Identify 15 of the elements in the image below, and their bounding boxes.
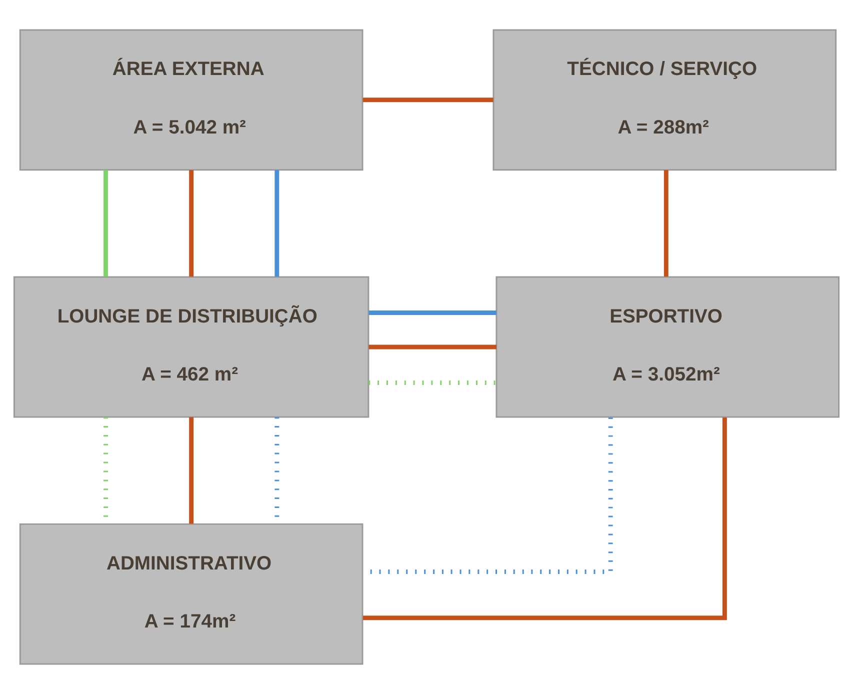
connector [104, 170, 108, 276]
connector [368, 344, 496, 349]
connector [189, 416, 194, 524]
node-box: ADMINISTRATIVO A = 174m² [19, 522, 364, 664]
node-box: ÁREA EXTERNA A = 5.042 m² [19, 28, 364, 170]
node-box: TÉCNICO / SERVIÇO A = 288m² [492, 28, 837, 170]
node-box: LOUNGE DE DISTRIBUIÇÃO A = 462 m² [13, 276, 370, 418]
connector [368, 310, 496, 314]
connector [368, 380, 496, 384]
connector [362, 97, 494, 102]
connector [189, 170, 194, 276]
connector [274, 170, 280, 276]
connector [363, 416, 727, 620]
connector [664, 170, 668, 276]
node-box: ESPORTIVO A = 3.052m² [496, 276, 840, 418]
